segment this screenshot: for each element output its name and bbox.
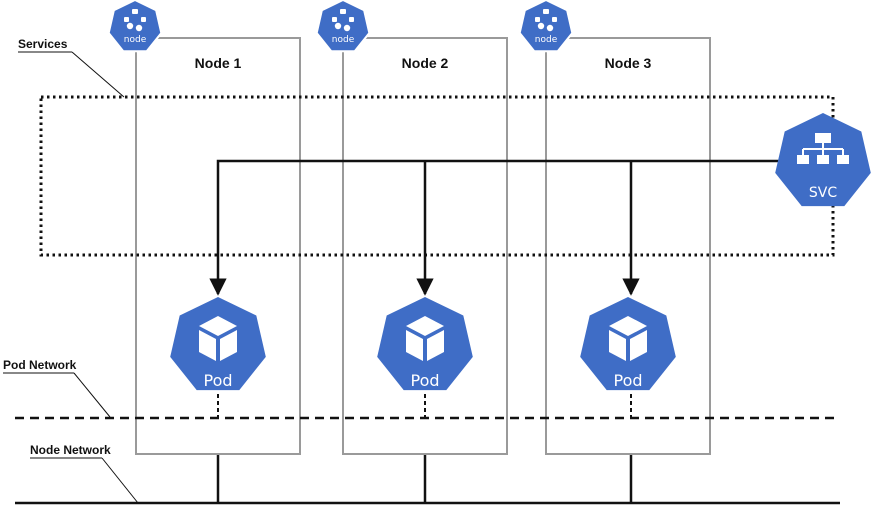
pod-network-label: Pod Network bbox=[3, 358, 77, 372]
node-3-badge-label: node bbox=[535, 35, 558, 45]
node-2-badge-label: node bbox=[332, 35, 355, 45]
node-3-title: Node 3 bbox=[605, 55, 652, 71]
svc-route-to-pod-1 bbox=[209, 159, 782, 296]
node-2-title: Node 2 bbox=[402, 55, 449, 71]
service-badge: SVC bbox=[775, 113, 871, 207]
cube-icon bbox=[609, 316, 647, 361]
node-network-label: Node Network bbox=[30, 443, 111, 457]
pod-2-badge-heptagon bbox=[377, 297, 473, 391]
node-3-badge-heptagon bbox=[518, 0, 574, 53]
kubernetes-node-icon bbox=[535, 9, 557, 32]
node-2-badge-heptagon bbox=[315, 0, 371, 53]
kubernetes-node-icon bbox=[124, 9, 146, 32]
node-1-badge-label: node bbox=[124, 35, 147, 45]
pod-network-leader-diagonal bbox=[73, 372, 111, 418]
node-3-box bbox=[545, 37, 711, 455]
node-2-box bbox=[342, 37, 508, 455]
node-2-badge: node bbox=[315, 0, 371, 53]
network-hierarchy-icon bbox=[797, 133, 849, 164]
pod-3-label: Pod bbox=[613, 371, 642, 390]
pod-1-label: Pod bbox=[203, 371, 232, 390]
pod-2-badge: Pod bbox=[377, 297, 473, 391]
pod-2-label: Pod bbox=[410, 371, 439, 390]
pod-1-badge-heptagon bbox=[170, 297, 266, 391]
pod-3-badge-heptagon bbox=[580, 297, 676, 391]
node-3-badge: node bbox=[518, 0, 574, 53]
node-network-leader-diagonal bbox=[101, 457, 139, 504]
node-1-title: Node 1 bbox=[195, 55, 242, 71]
kubernetes-node-icon bbox=[332, 9, 354, 32]
services-boundary bbox=[39, 95, 835, 257]
cube-icon bbox=[406, 316, 444, 361]
services-label: Services bbox=[18, 37, 68, 51]
pod-3-badge: Pod bbox=[580, 297, 676, 391]
service-label: SVC bbox=[809, 185, 837, 201]
services-leader-diagonal bbox=[71, 51, 125, 98]
node-1-badge-heptagon bbox=[107, 0, 163, 53]
node-1-badge: node bbox=[107, 0, 163, 53]
pod-1-badge: Pod bbox=[170, 297, 266, 391]
node-1-box bbox=[135, 37, 301, 455]
cube-icon bbox=[199, 316, 237, 361]
